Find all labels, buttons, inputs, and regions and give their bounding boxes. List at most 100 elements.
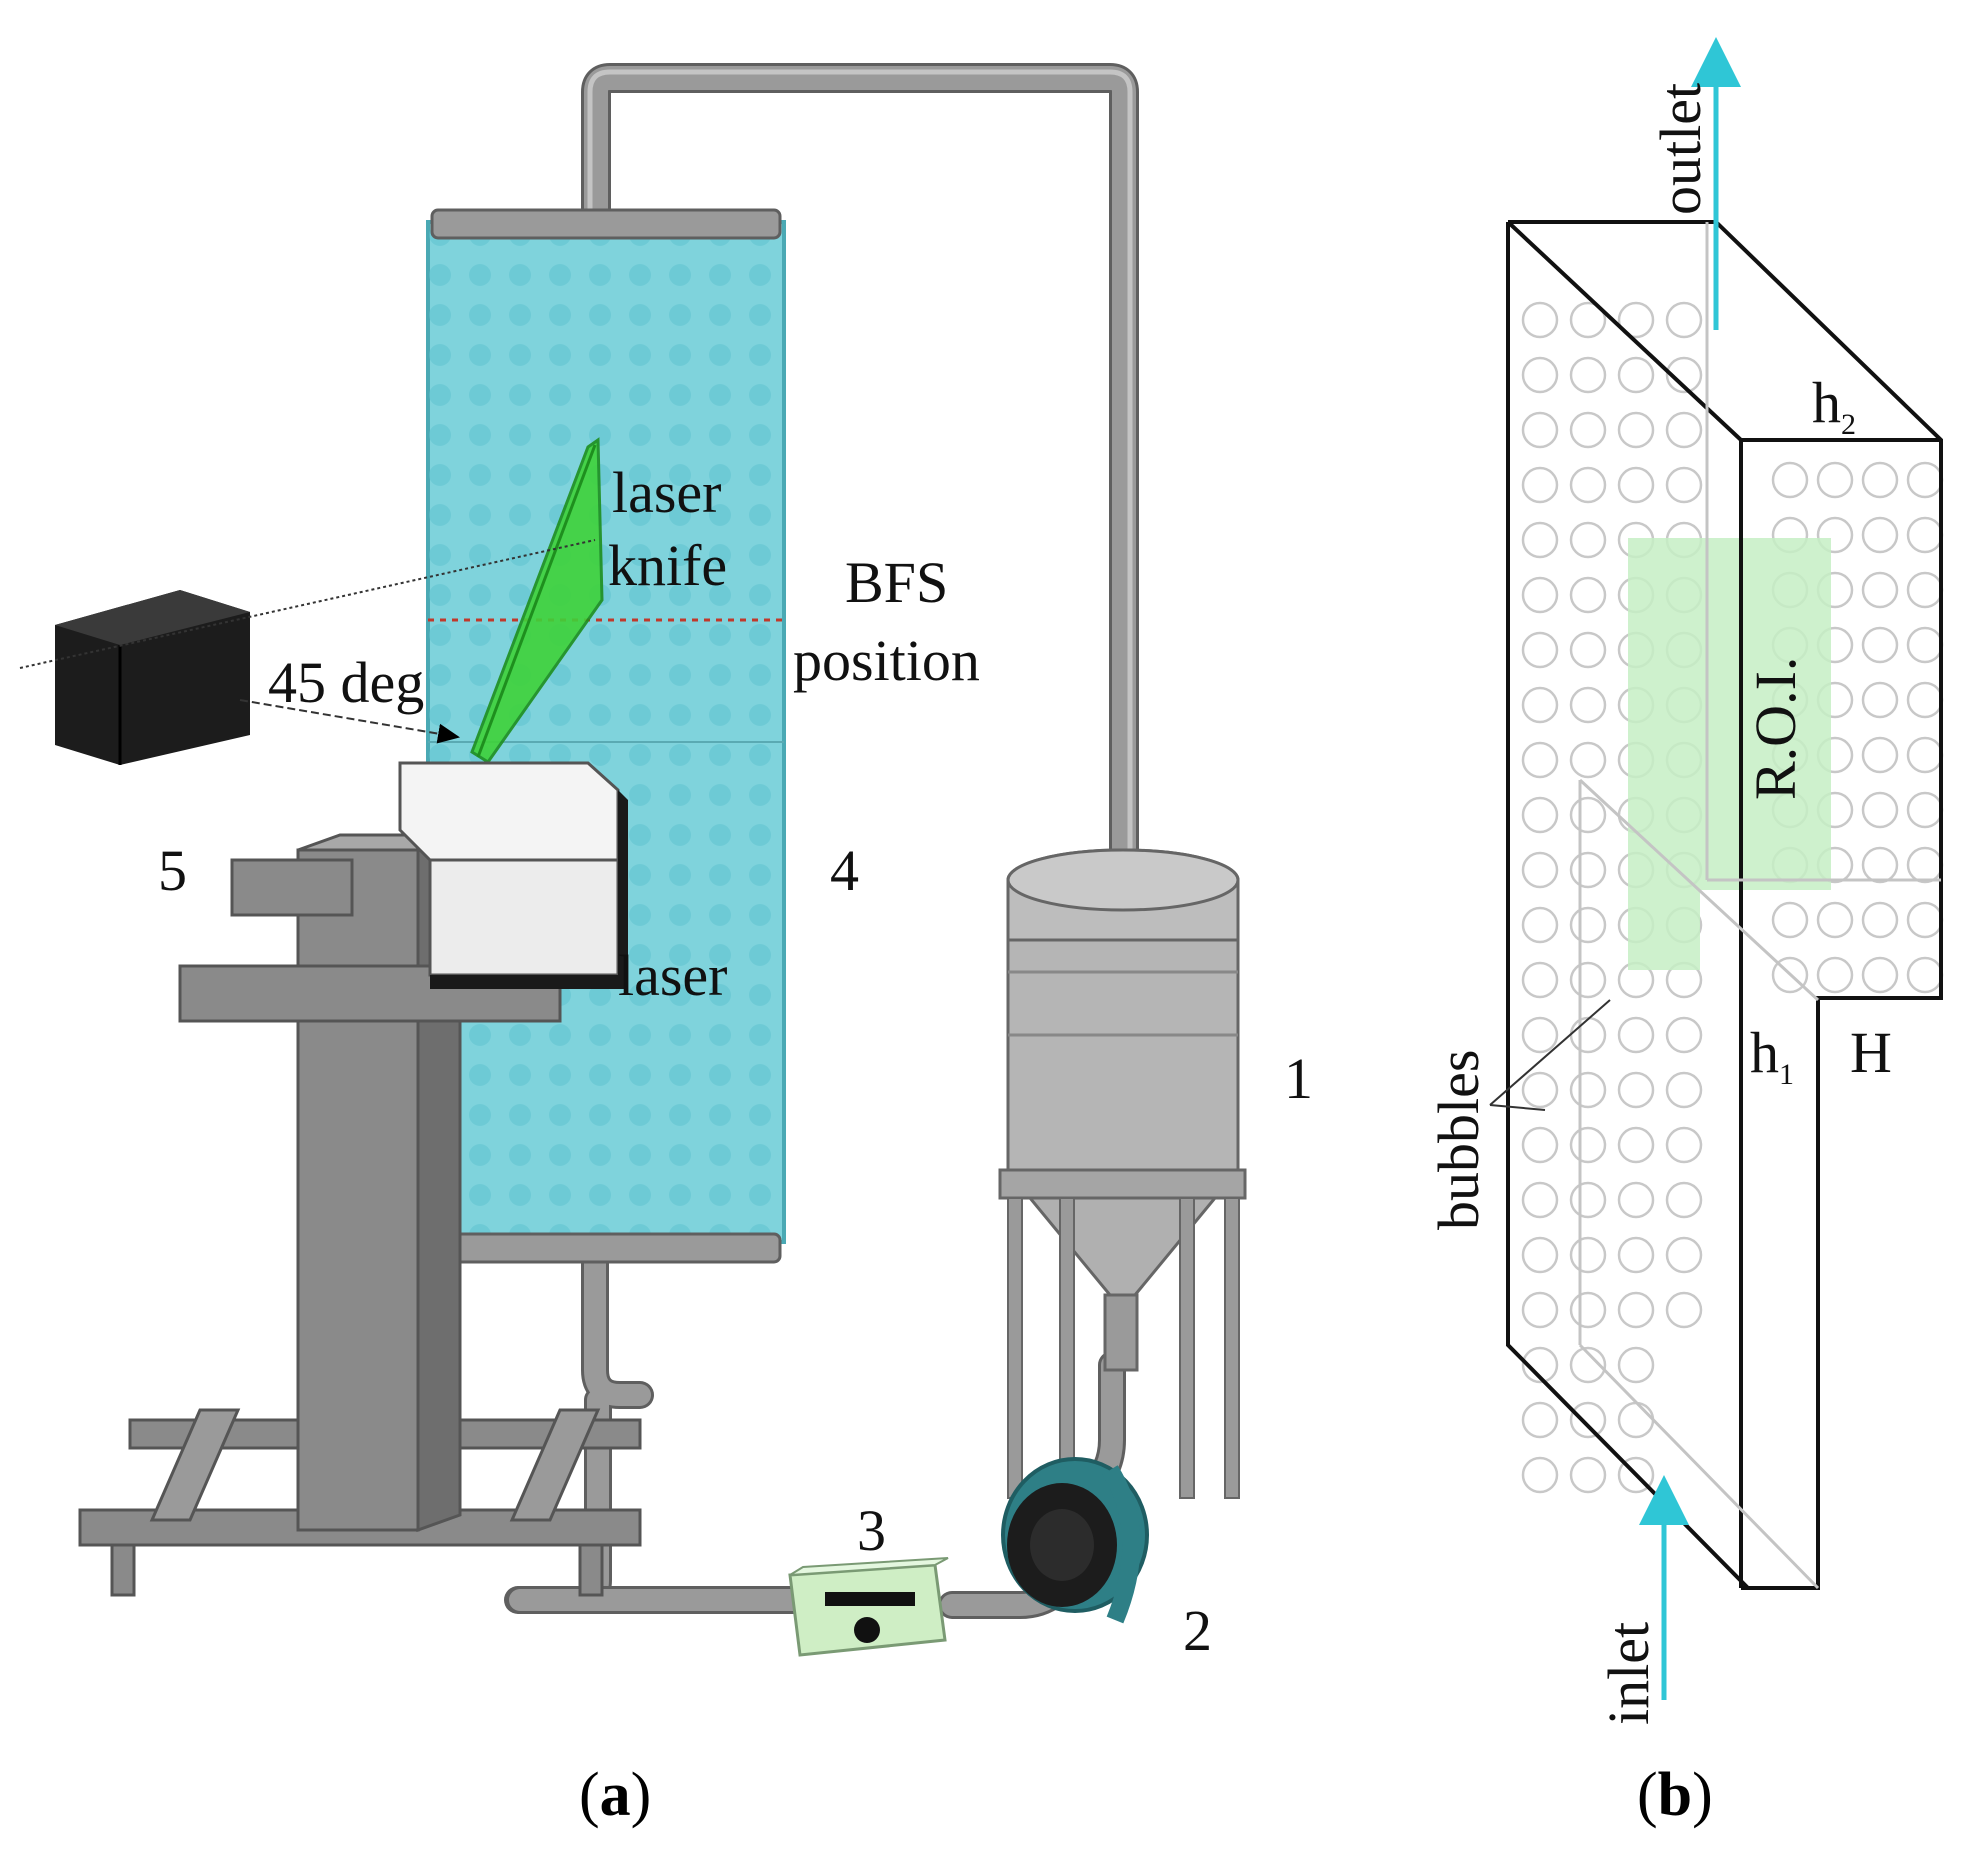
- bubble: [1569, 1401, 1607, 1439]
- tank: [998, 848, 1247, 1499]
- bubbles-label: bubbles: [1426, 1050, 1491, 1230]
- bubble: [1521, 961, 1559, 999]
- bubble: [1569, 961, 1607, 999]
- bubble: [1521, 356, 1559, 394]
- bubble: [1521, 1236, 1559, 1274]
- bubble: [1521, 1126, 1559, 1164]
- bubble: [1617, 1181, 1655, 1219]
- bubble: [1617, 1071, 1655, 1109]
- bubble: [1521, 796, 1559, 834]
- bubble: [1521, 1401, 1559, 1439]
- bubble: [1906, 681, 1944, 719]
- bubble: [1617, 411, 1655, 449]
- bubble: [1569, 1016, 1607, 1054]
- item-number-5: 5: [158, 838, 187, 903]
- bubble: [1861, 736, 1899, 774]
- bubble: [1569, 741, 1607, 779]
- bubble: [1906, 571, 1944, 609]
- bubble: [1906, 626, 1944, 664]
- roi-label: R.O.I.: [1743, 657, 1808, 800]
- bubble: [1569, 1236, 1607, 1274]
- roi-region: [1628, 538, 1831, 970]
- bubble: [1861, 681, 1899, 719]
- outlet-label: outlet: [1648, 83, 1713, 215]
- bubble: [1861, 461, 1899, 499]
- bubble: [1521, 1016, 1559, 1054]
- channel-inner-edges: [1578, 222, 1941, 1590]
- bubble: [1617, 1126, 1655, 1164]
- laser-knife-label-2: knife: [608, 533, 727, 598]
- bubble: [1816, 901, 1854, 939]
- bubble: [1521, 741, 1559, 779]
- bubble: [1617, 1401, 1655, 1439]
- bubble: [1521, 1181, 1559, 1219]
- bubble: [1906, 516, 1944, 554]
- bubble: [1617, 1236, 1655, 1274]
- bubble: [1569, 686, 1607, 724]
- item-number-2: 2: [1183, 1598, 1212, 1663]
- bubble: [1569, 1071, 1607, 1109]
- bubble: [1665, 1071, 1703, 1109]
- bubble: [1617, 1016, 1655, 1054]
- bubble: [1861, 956, 1899, 994]
- channel-outline: [1506, 220, 1943, 1590]
- bubble: [1906, 956, 1944, 994]
- H-label: H: [1850, 1020, 1892, 1085]
- laser-knife-label-1: laser: [612, 460, 722, 525]
- item-number-4: 4: [830, 838, 859, 903]
- laser-label: laser: [618, 943, 728, 1008]
- bubble: [1665, 1236, 1703, 1274]
- camera-sightlines: [19, 539, 596, 744]
- bubble: [1665, 356, 1703, 394]
- angle-label: 45 deg: [268, 650, 424, 715]
- bubble: [1617, 1291, 1655, 1329]
- bubble: [1569, 1181, 1607, 1219]
- bubble: [1861, 791, 1899, 829]
- inlet-label: inlet: [1596, 1622, 1661, 1725]
- h1-label: h1: [1750, 1020, 1794, 1091]
- bubble: [1569, 356, 1607, 394]
- bubble: [1569, 906, 1607, 944]
- bubble: [1617, 301, 1655, 339]
- bubble: [1665, 411, 1703, 449]
- flowmeter: [788, 1557, 949, 1657]
- bubble: [1665, 301, 1703, 339]
- caption-b: (b): [1637, 1761, 1713, 1829]
- bubble: [1521, 631, 1559, 669]
- bubble: [1771, 901, 1809, 939]
- item-number-3: 3: [857, 1498, 886, 1563]
- bubble: [1816, 461, 1854, 499]
- bubble: [1665, 1126, 1703, 1164]
- traverse-stand: [78, 761, 642, 1597]
- bubble: [1816, 956, 1854, 994]
- bubble: [1617, 356, 1655, 394]
- bubble: [1861, 571, 1899, 609]
- bubble: [1861, 516, 1899, 554]
- top-manifold: [430, 208, 782, 240]
- bubble: [1569, 411, 1607, 449]
- bfs-label-1: BFS: [845, 550, 948, 615]
- laser-knife: [470, 437, 604, 765]
- bubble: [1665, 1016, 1703, 1054]
- bubble: [1617, 466, 1655, 504]
- bubble: [1521, 906, 1559, 944]
- panel-a: laser knife BFS position 45 deg laser 1 …: [19, 63, 1313, 1829]
- camera: [55, 590, 250, 765]
- bubble: [1569, 1456, 1607, 1494]
- item-number-1: 1: [1284, 1046, 1313, 1111]
- bubble: [1906, 461, 1944, 499]
- bubble: [1521, 576, 1559, 614]
- bubble: [1617, 1346, 1655, 1384]
- bubble: [1569, 521, 1607, 559]
- h2-label: h2: [1812, 370, 1856, 441]
- bubble: [1569, 631, 1607, 669]
- bubble: [1521, 1346, 1559, 1384]
- bubble: [1906, 846, 1944, 884]
- bubble: [1569, 1346, 1607, 1384]
- caption-a: (a): [579, 1761, 651, 1829]
- bubble: [1521, 521, 1559, 559]
- bubble: [1569, 1126, 1607, 1164]
- bottom-manifold: [430, 1232, 782, 1264]
- bubble: [1906, 901, 1944, 939]
- bubble: [1569, 466, 1607, 504]
